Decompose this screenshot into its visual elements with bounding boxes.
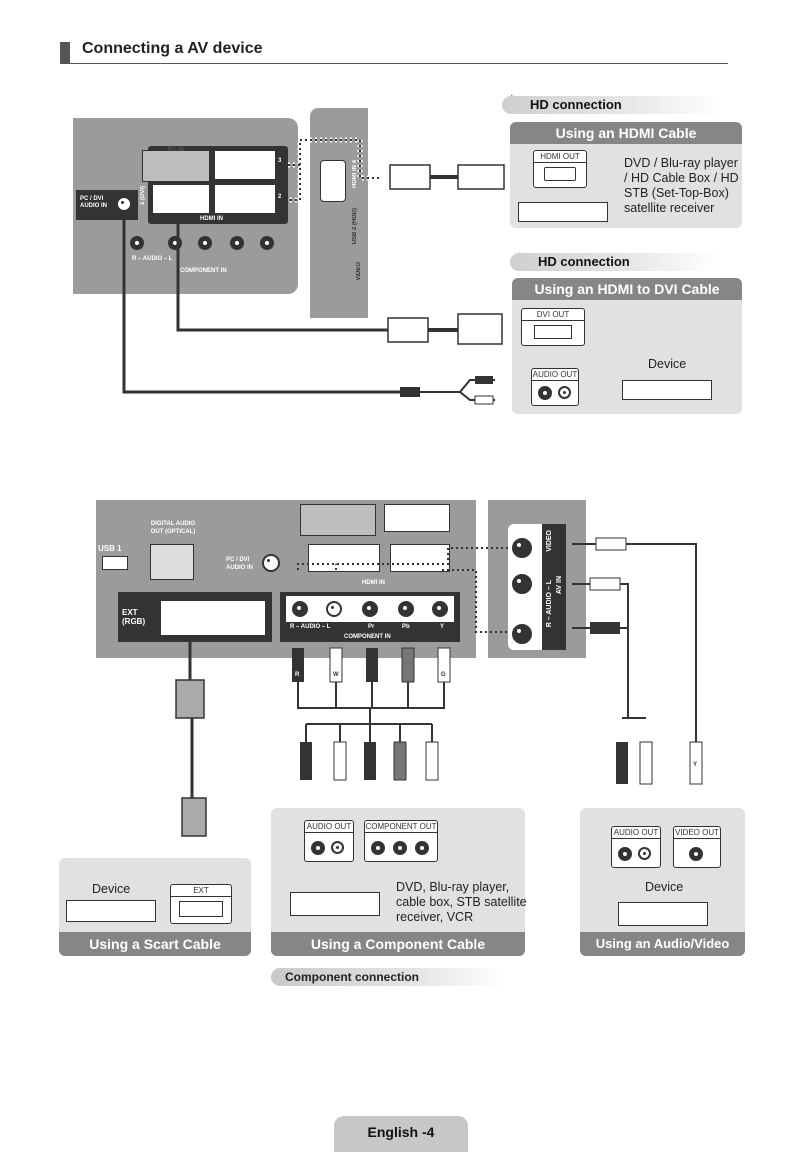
component-connection-badge: Component connection [271,968,505,986]
scart-port [160,600,266,636]
audio-rl-label-top: R – AUDIO – L [132,256,173,262]
hd-connection-badge-2: HD connection [510,253,718,271]
pc-dvi-audio-jack-bottom [262,554,280,572]
component-in-label-bottom: COMPONENT IN [344,634,391,640]
scart-panel-heading: Using a Scart Cable [59,932,251,956]
ext-rgb-label: EXT (RGB) [122,608,146,626]
av-audio-out-label: AUDIO OUT [612,828,660,839]
hd-connection-badge-1: HD connection [502,96,720,114]
scart-plug-top [175,679,205,719]
dvi-device-icon [622,380,712,400]
pc-dvi-audio-label-bottom: PC / DVI AUDIO IN [226,557,253,571]
component-panel-heading: Using a Component Cable [271,932,525,956]
ext-port-box: EXT [170,884,232,924]
component-device-icon [290,892,380,916]
comp-y-label: Y [440,624,445,630]
pc-in-port-bottom [300,504,376,536]
section-marker [60,42,70,64]
pc-in-label: PC IN [168,147,185,153]
usb1-port [102,556,128,570]
comp-pb-label: Pb [402,624,410,630]
dvi-panel-heading: Using an HDMI to DVI Cable [512,278,742,300]
ext-port-label: EXT [171,885,231,897]
digital-audio-label: DIGITAL AUDIO OUT (OPTICAL) [150,521,196,535]
dotted-path-1 [297,547,510,570]
hdmi-port-3 [214,150,276,180]
dvi-plug-right [457,313,503,345]
audio-rl-label-bottom: R – AUDIO – L [290,624,331,630]
comp-pr-label: Pr [368,624,375,630]
pc-dvi-audio-jack [116,196,132,212]
hdmi-out-label: HDMI OUT [534,151,586,163]
av-audio-l-jack [512,574,532,594]
component-in-label-top: COMPONENT IN [180,268,227,274]
hdmi-in-label: HDMI IN [200,216,223,222]
av-label-strip [542,524,566,650]
hdmi-num-3: 3 [278,158,282,164]
av-audio-out-box: AUDIO OUT [611,826,661,868]
hdmi-dvi-plug-left [387,317,429,343]
hdmi-out-box: HDMI OUT [533,150,587,188]
hdmi-port-2 [214,184,276,214]
scart-device-label: Device [92,882,131,896]
hdmi-in-label-bottom: HDMI IN [362,580,385,586]
av-video-out-box: VIDEO OUT [673,826,721,868]
av-panel-heading: Using an Audio/Video Cable [580,932,745,975]
scart-plug-bottom [181,797,207,837]
bottom-cables [175,537,703,837]
hdmi-device-icon [518,202,608,222]
usb1-label: USB 1 [98,544,122,553]
page-number: English -4 [334,1116,468,1152]
component-jacks-bottom [286,596,454,622]
hdmi-dotted-path [288,137,382,203]
hdmi-plug-left [389,164,431,190]
component-out-box: COMPONENT OUT [364,820,438,862]
tv-side-panel-top [310,108,368,318]
component-description: DVD, Blu-ray player, cable box, STB sate… [396,880,527,924]
hdmi-num-2: 2 [278,194,282,200]
plug-letter-green-top: G [441,672,446,678]
optical-port [150,544,194,580]
av-device-icon [618,902,708,926]
section-title: Connecting a AV device [82,40,263,57]
component-audio-out-box: AUDIO OUT [304,820,354,862]
hdmi-description: DVD / Blu-ray player / HD Cable Box / HD… [624,156,739,215]
av-cable-video [572,543,697,742]
hdmi-port-bottom-b [308,544,380,572]
audio-out-label-dvi: AUDIO OUT [532,370,578,381]
audio-out-box-dvi: AUDIO OUT [531,368,579,406]
dvi-out-label: DVI OUT [522,309,584,321]
scart-device-icon [66,900,156,922]
hdmi-port-bottom-a [384,504,450,532]
component-plugs-top [292,647,451,781]
plug-letter-red-top: R [295,672,300,678]
hdmi-panel-heading: Using an HDMI Cable [510,122,742,144]
top-cables [122,137,505,405]
dvi-out-box: DVI OUT [521,308,585,346]
hdmi-dvi-cable [176,214,388,332]
av-cable-audio [572,583,629,629]
dotted-path-3 [442,569,510,633]
hdmi-in4-slot [320,160,346,202]
av-video-jack [512,538,532,558]
pc-dvi-audio-label: PC / DVI AUDIO IN [80,196,107,209]
plug-letter-white-top: W [333,672,339,678]
component-out-label: COMPONENT OUT [365,822,437,833]
av-audio-r-jack [512,624,532,644]
hdmi-port-bottom-c [390,544,450,572]
av-video-out-label: VIDEO OUT [674,828,720,839]
hdmi-port-1-dvi [152,184,210,214]
pc-in-port [142,150,210,182]
component-jacks-top [126,234,282,252]
dvi-device-label: Device [648,357,687,371]
plug-letter-yellow-av: Y [693,762,698,768]
component-audio-out-label: AUDIO OUT [305,822,353,833]
pc-audio-cable [122,220,400,394]
hdmi-plug-right [457,164,505,190]
av-device-label: Device [645,880,684,894]
section-rule [60,63,728,64]
